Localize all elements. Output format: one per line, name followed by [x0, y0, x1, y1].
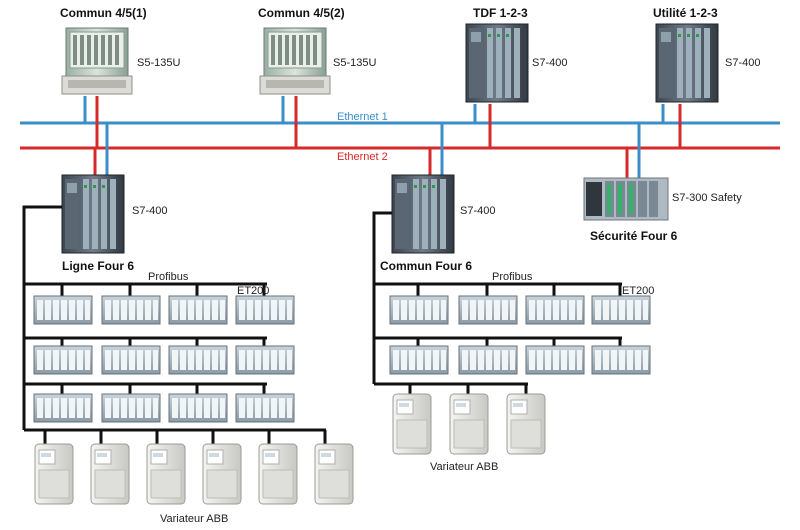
et200-module: [101, 295, 161, 325]
right-abb-drives: [392, 393, 546, 455]
et200-module: [33, 393, 93, 423]
et200-module: [101, 345, 161, 375]
station-securite-four-6: S7-300 Safety Sécurité Four 6: [583, 177, 742, 243]
et200-module: [168, 345, 228, 375]
station-model: S7-300 Safety: [672, 192, 742, 204]
et200-module: [389, 345, 449, 375]
right-drive-label: Variateur ABB: [430, 461, 498, 473]
et200-module: [33, 345, 93, 375]
abb-drive: [258, 443, 298, 505]
abb-drive: [449, 393, 489, 455]
abb-drive: [392, 393, 432, 455]
et200-module: [235, 393, 295, 423]
station-title: Ligne Four 6: [62, 259, 134, 273]
station-commun-4-5-2: Commun 4/5(2) S5-135U: [258, 6, 376, 95]
left-drive-label: Variateur ABB: [160, 513, 228, 525]
et200-module: [168, 295, 228, 325]
abb-drive: [314, 443, 354, 505]
left-profibus-bus: [22, 205, 327, 446]
abb-drive: [90, 443, 130, 505]
station-utilite-1-2-3: Utilité 1-2-3 S7-400: [653, 6, 760, 103]
et200-module: [591, 345, 651, 375]
lower-drops: [93, 123, 641, 180]
station-tdf-1-2-3: TDF 1-2-3 S7-400: [465, 6, 567, 103]
et200-module: [525, 295, 585, 325]
station-model: S5-135U: [333, 57, 376, 69]
et200-module: [389, 295, 449, 325]
ethernet2-label: Ethernet 2: [337, 151, 388, 163]
station-model: S7-400: [532, 57, 567, 69]
et200-module: [591, 295, 651, 325]
station-title: Sécurité Four 6: [590, 229, 678, 243]
station-title: Commun 4/5(1): [60, 6, 147, 20]
station-model: S7-400: [132, 205, 167, 217]
et200-module: [235, 295, 295, 325]
et200-module: [33, 295, 93, 325]
station-title: Commun Four 6: [380, 259, 472, 273]
et200-module: [235, 345, 295, 375]
et200-module: [101, 393, 161, 423]
left-profibus-label: Profibus: [148, 271, 189, 283]
right-et200-label: ET200: [622, 285, 654, 297]
left-et200-modules: [33, 295, 295, 423]
left-abb-drives: [34, 443, 354, 505]
station-ligne-four-6: S7-400 Ligne Four 6: [61, 174, 167, 273]
station-title: TDF 1-2-3: [473, 6, 528, 20]
station-commun-four-6: S7-400 Commun Four 6: [380, 174, 495, 273]
abb-drive: [146, 443, 186, 505]
abb-drive: [34, 443, 74, 505]
ethernet1-label: Ethernet 1: [337, 111, 388, 123]
abb-drive: [506, 393, 546, 455]
top-drops: [83, 96, 682, 148]
right-profibus-label: Profibus: [492, 271, 533, 283]
station-model: S7-400: [725, 57, 760, 69]
et200-module: [168, 393, 228, 423]
left-et200-label: ET200: [237, 285, 269, 297]
et200-module: [458, 295, 518, 325]
station-commun-4-5-1: Commun 4/5(1) S5-135U: [60, 6, 180, 95]
et200-module: [525, 345, 585, 375]
abb-drive: [202, 443, 242, 505]
station-model: S5-135U: [137, 57, 180, 69]
station-title: Utilité 1-2-3: [653, 6, 718, 20]
station-model: S7-400: [460, 205, 495, 217]
et200-module: [458, 345, 518, 375]
station-title: Commun 4/5(2): [258, 6, 345, 20]
right-et200-modules: [389, 295, 651, 375]
